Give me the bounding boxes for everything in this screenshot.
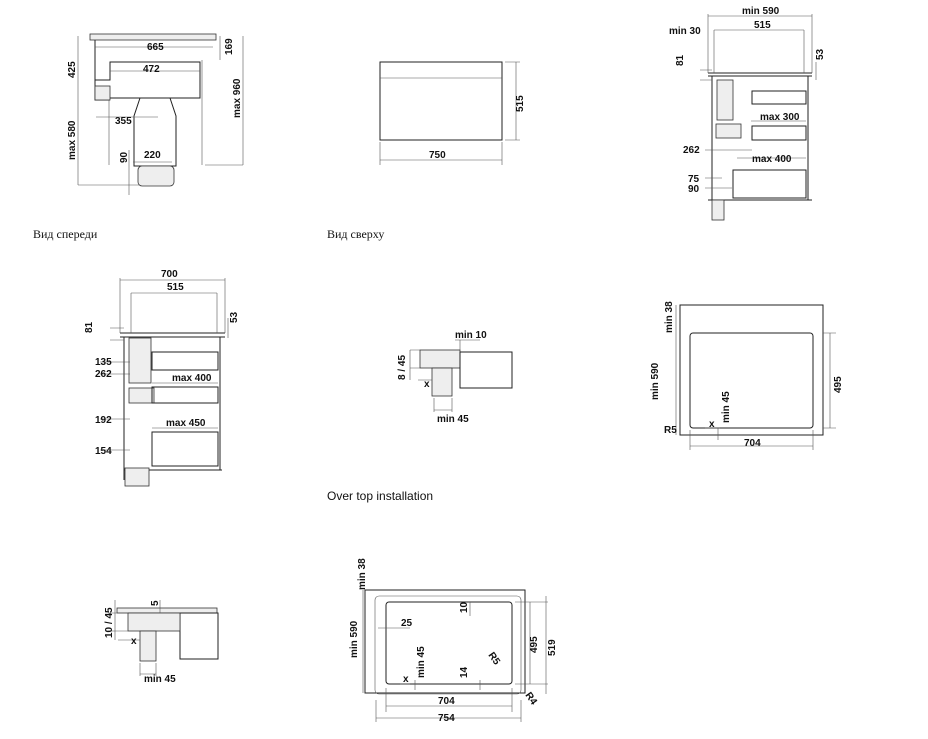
dim-min-45: min 45 <box>144 674 176 685</box>
dim-x: x <box>131 636 137 647</box>
dim-192: 192 <box>95 415 112 426</box>
dim-355: 355 <box>115 116 132 127</box>
dim-90: 90 <box>119 151 130 163</box>
dim-515: 515 <box>167 282 184 293</box>
dim-220: 220 <box>144 150 161 161</box>
dim-min-38: min 38 <box>664 301 675 333</box>
dim-max-960: max 960 <box>232 78 243 118</box>
dim-81: 81 <box>675 54 686 66</box>
top-view-drawing: 750 515 <box>379 61 526 165</box>
cutout-1-drawing: min 38 min 590 495 R5 x min 45 704 <box>650 301 844 450</box>
dim-495: 495 <box>833 376 844 393</box>
dim-r5: R5 <box>486 650 503 667</box>
dim-14: 14 <box>459 666 470 678</box>
dim-min-45: min 45 <box>416 646 427 678</box>
dim-min-30: min 30 <box>669 26 701 37</box>
dim-154: 154 <box>95 446 112 457</box>
dim-10-45: 10 / 45 <box>104 607 115 638</box>
caption-over-top-installation: Over top installation <box>327 489 433 503</box>
dim-max-450: max 450 <box>166 418 206 429</box>
dim-53: 53 <box>815 48 826 60</box>
dim-495: 495 <box>529 636 540 653</box>
dim-min-590: min 590 <box>349 620 360 658</box>
dim-min-10: min 10 <box>455 330 487 341</box>
front-view-drawing: 665 472 169 425 max 960 355 max 580 90 2… <box>67 33 244 195</box>
dim-665: 665 <box>147 42 164 53</box>
dim-x: x <box>709 419 715 430</box>
dim-53: 53 <box>229 311 240 323</box>
dim-90: 90 <box>688 184 700 195</box>
dim-704: 704 <box>438 696 455 707</box>
caption-front-view: Вид спереди <box>33 227 98 241</box>
dim-min-45: min 45 <box>721 391 732 423</box>
dim-704: 704 <box>744 438 761 449</box>
dim-81: 81 <box>84 321 95 333</box>
dim-754: 754 <box>438 713 455 724</box>
dim-r5: R5 <box>664 425 677 436</box>
dim-425: 425 <box>67 61 78 78</box>
dim-min-590: min 590 <box>650 362 661 400</box>
dim-max-400: max 400 <box>172 373 212 384</box>
dim-25: 25 <box>401 618 413 629</box>
dim-169: 169 <box>224 38 235 55</box>
dim-472: 472 <box>143 64 160 75</box>
dim-min-45: min 45 <box>437 414 469 425</box>
dim-max-580: max 580 <box>67 120 78 160</box>
dim-75: 75 <box>688 174 700 185</box>
dim-8-45: 8 / 45 <box>397 355 408 380</box>
dim-x: x <box>403 674 409 685</box>
dim-750: 750 <box>429 150 446 161</box>
dim-10: 10 <box>459 601 470 613</box>
side-view-1-drawing: min 590 min 30 515 81 53 max 300 262 max… <box>669 6 826 221</box>
dim-262: 262 <box>683 145 700 156</box>
detail-1-drawing: min 10 8 / 45 x min 45 <box>397 330 513 425</box>
dim-min-38: min 38 <box>357 558 368 590</box>
cutout-2-drawing: min 38 min 590 10 25 495 519 R5 x min 45… <box>349 558 558 724</box>
dim-5: 5 <box>150 600 161 606</box>
dim-515: 515 <box>515 95 526 112</box>
dim-700: 700 <box>161 269 178 280</box>
dim-max-400: max 400 <box>752 154 792 165</box>
dim-135: 135 <box>95 357 112 368</box>
detail-2-drawing: 10 / 45 5 x min 45 <box>104 600 219 685</box>
dim-x: x <box>424 379 430 390</box>
caption-top-view: Вид сверху <box>327 227 384 241</box>
dim-519: 519 <box>547 639 558 656</box>
side-view-2-drawing: 700 515 81 53 135 262 max 400 192 max 45… <box>84 269 240 487</box>
dim-515: 515 <box>754 20 771 31</box>
dim-262: 262 <box>95 369 112 380</box>
dim-min-590: min 590 <box>742 6 780 17</box>
dim-max-300: max 300 <box>760 112 800 123</box>
